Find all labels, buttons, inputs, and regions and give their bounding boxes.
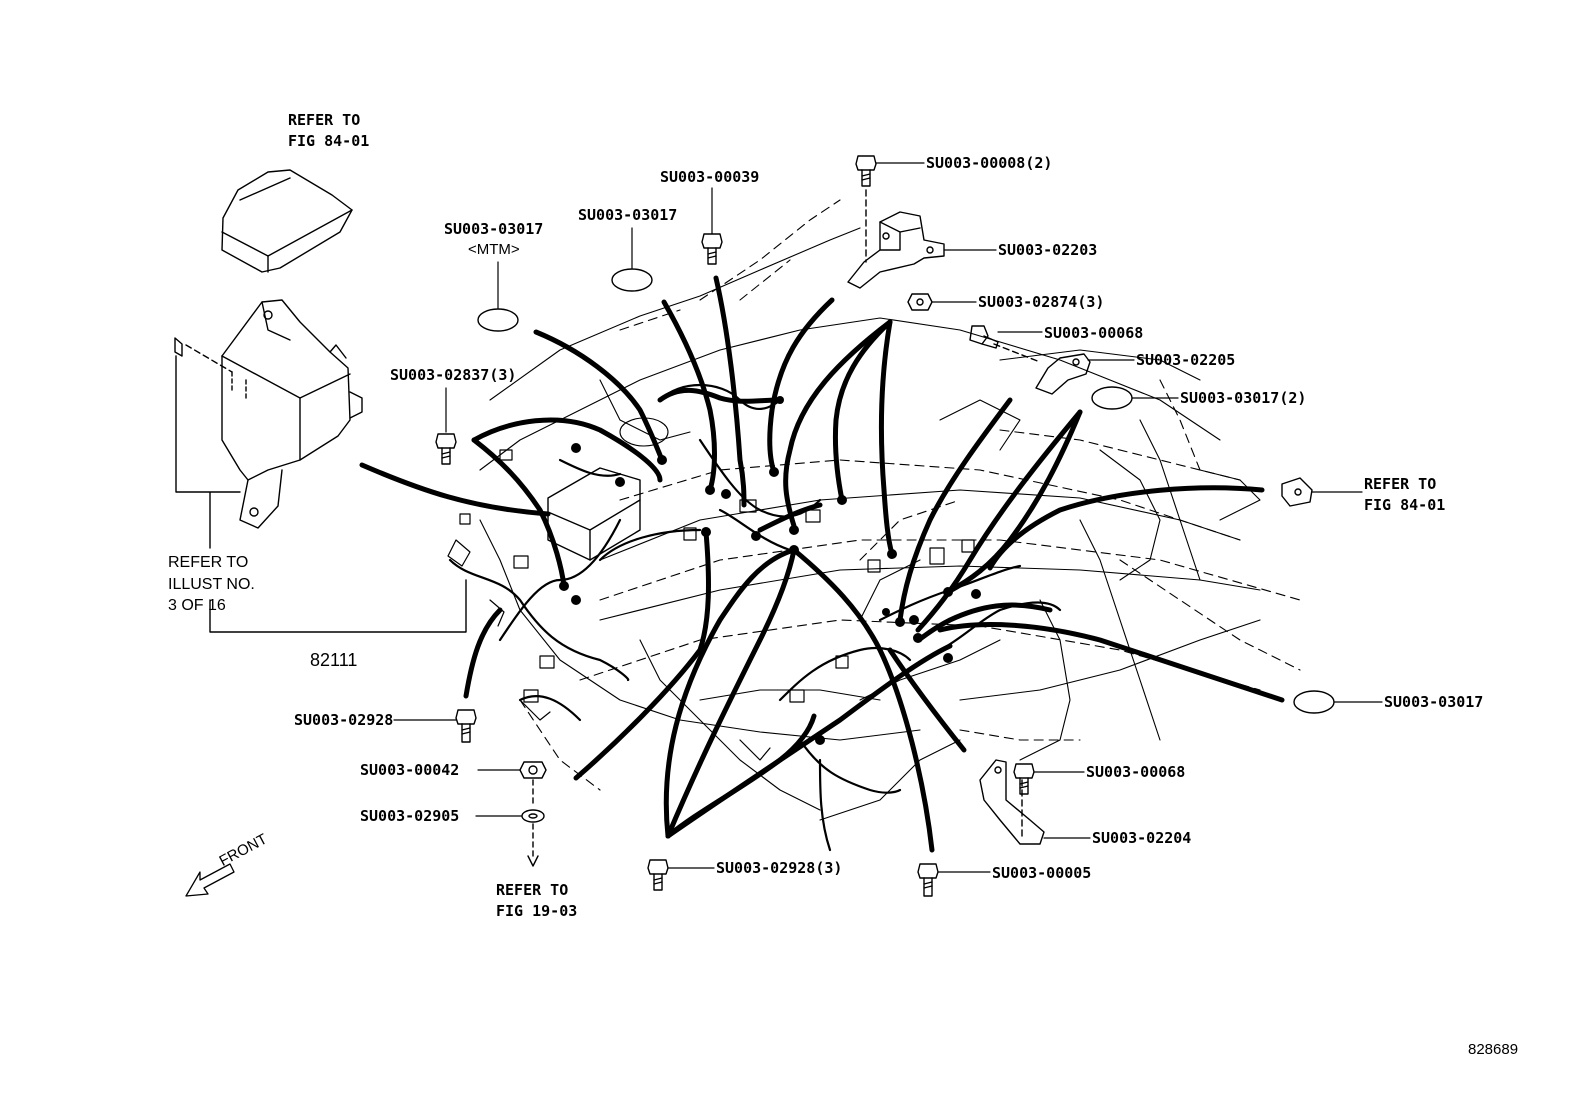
bracket-02203 xyxy=(847,189,945,289)
refer-fig-84-01-top-left: REFER TO FIG 84-01 xyxy=(288,110,369,152)
refer-line: REFER TO xyxy=(168,554,249,571)
callout-su003-02928-3: SU003-02928(3) xyxy=(716,859,843,877)
illust-ref-leader xyxy=(175,355,241,549)
refer-line: 3 OF 16 xyxy=(168,597,226,615)
battery-box xyxy=(547,467,641,561)
callout-su003-02928: SU003-02928 xyxy=(294,711,394,729)
refer-line: REFER TO xyxy=(496,881,569,899)
diagram-id: 828689 xyxy=(1468,1041,1519,1058)
front-arrow-icon xyxy=(185,863,235,897)
callout-su003-00068-bottom: SU003-00068 xyxy=(1086,763,1186,781)
refer-line: FIG 84-01 xyxy=(288,132,370,150)
harness-connector-dots xyxy=(559,396,981,745)
bracket-02205 xyxy=(993,343,1091,395)
callout-su003-00068-top: SU003-00068 xyxy=(1044,324,1144,342)
refer-line: REFER TO xyxy=(288,111,361,129)
refer-line: ILLUST NO. xyxy=(168,575,255,593)
plug-grommets xyxy=(477,268,1335,714)
callout-su003-00005: SU003-00005 xyxy=(992,864,1092,882)
callout-su003-03017-mtm: SU003-03017 xyxy=(444,220,544,238)
callout-leader-lines xyxy=(393,162,1383,873)
callout-su003-02204: SU003-02204 xyxy=(1092,829,1192,847)
callout-su003-00039: SU003-00039 xyxy=(660,168,760,186)
callout-su003-03017-right: SU003-03017 xyxy=(1384,693,1484,711)
engine-bay-body xyxy=(479,227,1261,821)
callout-su003-02203: SU003-02203 xyxy=(998,241,1098,259)
callout-su003-03017-2: SU003-03017(2) xyxy=(1180,389,1307,407)
callout-su003-02874: SU003-02874(3) xyxy=(978,293,1105,311)
part-82111-leader xyxy=(209,579,467,633)
callout-su003-02905: SU003-02905 xyxy=(360,807,460,825)
harness-connectors xyxy=(447,449,975,761)
fuse-box-housing xyxy=(174,299,363,529)
clip-part-right xyxy=(1281,477,1313,507)
callout-su003-03017-top: SU003-03017 xyxy=(578,206,678,224)
ecu-cover-part xyxy=(221,169,353,273)
refer-line: FIG 19-03 xyxy=(496,902,578,920)
bracket-02204 xyxy=(979,759,1045,845)
refer-line: FIG 84-01 xyxy=(1364,496,1446,514)
refer-illust-3-of-16: REFER TO ILLUST NO. 3 OF 16 xyxy=(168,552,255,617)
part-number-82111: 82111 xyxy=(310,650,358,670)
callout-su003-02837: SU003-02837(3) xyxy=(390,366,517,384)
callout-su003-02205: SU003-02205 xyxy=(1136,351,1236,369)
callout-mtm-note: <MTM> xyxy=(468,241,520,258)
refer-fig-19-03: REFER TO FIG 19-03 xyxy=(496,880,577,922)
engine-bay-hidden-lines xyxy=(519,199,1301,791)
callout-su003-00008: SU003-00008(2) xyxy=(926,154,1053,172)
refer-fig-84-01-right: REFER TO FIG 84-01 xyxy=(1364,474,1445,516)
callout-su003-00042: SU003-00042 xyxy=(360,761,460,779)
harness-callout-lines xyxy=(359,275,1285,853)
bolt-fasteners xyxy=(435,155,1035,897)
refer-line: REFER TO xyxy=(1364,475,1437,493)
